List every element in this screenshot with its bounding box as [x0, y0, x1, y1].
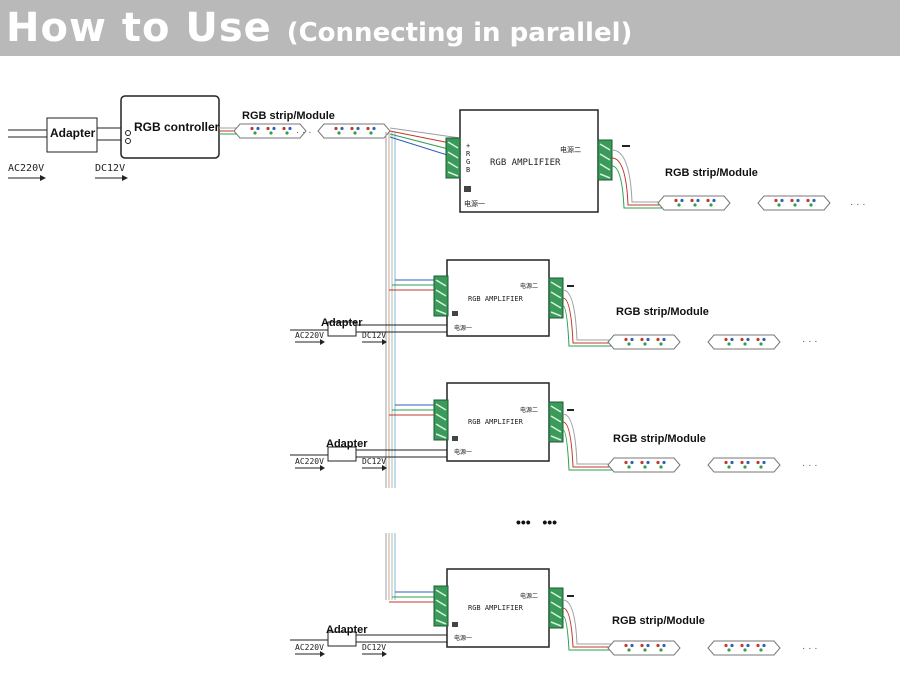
amplifier-1-label: RGB AMPLIFIER	[490, 158, 561, 168]
adapter-2-label: Adapter	[321, 317, 363, 329]
adapter-3-label: Adapter	[326, 438, 368, 450]
strip-label-amp2: RGB strip/Module	[616, 306, 709, 318]
svg-text:G: G	[466, 158, 470, 166]
amplifier-2-power-out: 电源二	[520, 282, 538, 290]
amplifier-4-power-out: 电源二	[520, 592, 538, 600]
amplifier-3-label: RGB AMPLIFIER	[468, 418, 524, 426]
rgb-controller-label: RGB controller	[134, 120, 220, 134]
amplifier-1-power-out: 电源二	[560, 145, 581, 154]
amplifier-3-power-out: 电源二	[520, 406, 538, 414]
svg-text:B: B	[466, 166, 470, 174]
page-title: How to Use (Connecting in parallel)	[6, 2, 632, 59]
amplifier-4-power-in: 电源一	[454, 634, 472, 642]
adapter-label: Adapter	[50, 126, 96, 140]
amplifier-4: RGB AMPLIFIER 电源二 电源一 RGB strip/Module ·…	[290, 568, 818, 657]
svg-text:· · ·: · · ·	[296, 127, 312, 138]
svg-text:· · ·: · · ·	[802, 643, 818, 654]
strip-label-amp4: RGB strip/Module	[612, 615, 705, 627]
amplifier-4-label: RGB AMPLIFIER	[468, 604, 524, 612]
svg-text:· · ·: · · ·	[802, 460, 818, 471]
amplifier-2: RGB AMPLIFIER 电源二 电源一 RGB strip/Module ·…	[290, 259, 818, 350]
signal-bus	[385, 132, 396, 600]
dc-label-2: DC12V	[362, 331, 386, 340]
amplifier-1-power-in: 电源一	[464, 199, 485, 208]
amplifier-2-power-in: 电源一	[454, 324, 472, 332]
adapter-3-box	[327, 446, 357, 462]
adapter-2-box	[327, 321, 357, 337]
svg-text:· · ·: · · ·	[802, 336, 818, 347]
adapter-4-label: Adapter	[326, 624, 368, 636]
amplifier-2-label: RGB AMPLIFIER	[468, 295, 524, 303]
svg-text:+: +	[466, 142, 470, 150]
header-banner: How to Use (Connecting in parallel)	[0, 0, 900, 56]
svg-text:· · ·: · · ·	[850, 199, 866, 210]
adapter-4-box	[327, 631, 357, 647]
ac-label-2: AC220V	[295, 331, 324, 340]
ac-label-4: AC220V	[295, 643, 324, 652]
rgb-controller-box	[120, 95, 220, 159]
amplifier-3-power-in: 电源一	[454, 448, 472, 456]
svg-text:R: R	[466, 150, 471, 158]
continuation-dots: ••• •••	[516, 514, 557, 530]
strip-label-amp3: RGB strip/Module	[613, 433, 706, 445]
title-text: How to Use	[6, 5, 272, 51]
amplifier-3: RGB AMPLIFIER 电源二 电源一 RGB strip/Module ·…	[290, 382, 818, 473]
dc-label-4: DC12V	[362, 643, 386, 652]
amplifier-1: +RGB RGB AMPLIFIER 电源二 电源一 RGB strip/Mod…	[445, 109, 866, 213]
dc-label: DC12V	[95, 163, 125, 174]
strip-label-amp1: RGB strip/Module	[665, 167, 758, 179]
ac-label: AC220V	[8, 163, 44, 174]
strip-label-top: RGB strip/Module	[242, 110, 335, 122]
adapter-box	[46, 117, 98, 153]
page-subtitle: (Connecting in parallel)	[286, 18, 633, 48]
dc-label-3: DC12V	[362, 457, 386, 466]
ac-label-3: AC220V	[295, 457, 324, 466]
